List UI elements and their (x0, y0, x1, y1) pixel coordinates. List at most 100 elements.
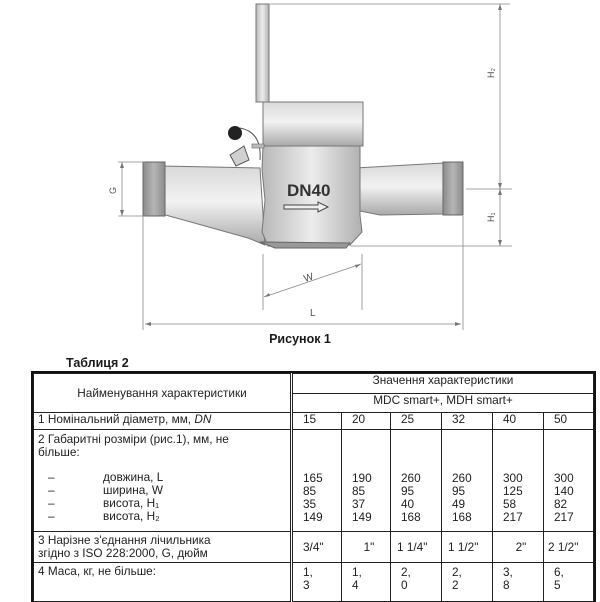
value-cell: 300 140 82 217 (542, 429, 595, 532)
value: 1, (352, 565, 362, 579)
value: 217 (554, 510, 574, 524)
value-cell: 2 1/2" (542, 531, 595, 563)
value: 190 (352, 471, 372, 485)
value-cell: 40 (492, 412, 544, 430)
value: 49 (452, 497, 466, 511)
subrow-width: – ширина, W (38, 484, 286, 497)
l-label: L (310, 308, 316, 319)
value: 0 (401, 578, 408, 592)
value-cell: 2,2 (441, 562, 493, 602)
value-cell: 1 1/4" (390, 531, 442, 563)
h2-label: H₂ (486, 68, 496, 78)
subrow-h2: – висота, H₂ (38, 510, 286, 523)
value-cell: 20 (341, 412, 391, 430)
row-label-line: 3 Нарізне з'єднання лічильника (38, 533, 211, 547)
value: 149 (303, 510, 323, 524)
value: 260 (401, 471, 421, 485)
table-title: Таблиця 2 (66, 356, 129, 370)
g-label: G (108, 187, 118, 194)
value: 6, (554, 565, 564, 579)
value: 8 (503, 578, 510, 592)
value: 85 (303, 484, 317, 498)
value-cell: 3/4" (290, 531, 342, 563)
value: 5 (554, 578, 561, 592)
value-cell: 260 95 40 168 (390, 429, 442, 532)
header-values-col: Значення характеристики (289, 373, 595, 394)
dash: – (48, 470, 55, 484)
value: 1, (303, 565, 313, 579)
row-label-line: більше: (38, 445, 80, 459)
value-cell: 3,8 (492, 562, 544, 602)
dn-label: DN40 (287, 181, 330, 200)
value-cell: 190 85 37 149 (341, 429, 391, 532)
value-cell: 300 125 58 217 (492, 429, 544, 532)
value-cell: 1,4 (341, 562, 391, 602)
row-label-text: 1 Номінальний діаметр, мм, (38, 412, 195, 426)
value: 217 (503, 510, 523, 524)
value: 300 (554, 471, 574, 485)
value-cell: 2,0 (390, 562, 442, 602)
value-cell: 2" (492, 531, 544, 563)
subrow-length: – довжина, L (38, 471, 286, 484)
value: 95 (401, 484, 415, 498)
row-label-italic: DN (194, 412, 212, 426)
value: 168 (452, 510, 472, 524)
dash: – (48, 483, 55, 497)
value: 3 (303, 578, 310, 592)
value: 149 (352, 510, 372, 524)
value-cell: 1" (341, 531, 391, 563)
subrow-label: висота, H₁ (103, 496, 160, 510)
row-label-line: 2 Габаритні розміри (рис.1), мм, не (38, 432, 229, 446)
row-label: 1 Номінальний діаметр, мм, DN (33, 412, 292, 430)
value: 2 (452, 578, 459, 592)
value-cell: 1,3 (290, 562, 342, 602)
h1-label: H₁ (486, 212, 496, 222)
row-label-line: згідно з ISO 228:2000, G, дюйм (38, 546, 208, 560)
value: 165 (303, 471, 323, 485)
spec-table: Найменування характеристики Значення хар… (30, 371, 597, 602)
value: 82 (554, 497, 568, 511)
value: 3, (503, 565, 513, 579)
value: 140 (554, 484, 574, 498)
value: 85 (352, 484, 366, 498)
value: 58 (503, 497, 517, 511)
value: 95 (452, 484, 466, 498)
value: 300 (503, 471, 523, 485)
value-cell: 50 (542, 412, 595, 430)
table-row: 3 Нарізне з'єднання лічильника згідно з … (33, 531, 595, 563)
water-meter-drawing: DN40 (108, 3, 512, 330)
value-cell: 1 1/2" (441, 531, 493, 563)
value: 40 (401, 497, 415, 511)
subrow-h1: – висота, H₁ (38, 497, 286, 510)
value: 125 (503, 484, 523, 498)
value: 37 (352, 497, 366, 511)
subrow-label: ширина, W (103, 483, 163, 497)
value: 2, (452, 565, 462, 579)
value: 35 (303, 497, 317, 511)
row-label: 2 Габаритні розміри (рис.1), мм, не біль… (33, 429, 292, 532)
value-cell: 260 95 49 168 (441, 429, 493, 532)
table-row: 4 Маса, кг, не більше: 1,3 1,4 2,0 2,2 3… (33, 562, 595, 602)
dash: – (48, 509, 55, 523)
value: 260 (452, 471, 472, 485)
value-cell: 15 (290, 412, 342, 430)
table-row: 1 Номінальний діаметр, мм, DN 15 20 25 3… (33, 412, 595, 430)
table-row: 2 Габаритні розміри (рис.1), мм, не біль… (33, 429, 595, 532)
value-cell: 32 (441, 412, 493, 430)
value-cell: 165 85 35 149 (290, 429, 342, 532)
subrow-label: висота, H₂ (103, 509, 160, 523)
subrow-label: довжина, L (103, 470, 164, 484)
header-models: MDC smart+, MDH smart+ (289, 392, 595, 413)
value: 2, (401, 565, 411, 579)
value: 4 (352, 578, 359, 592)
dash: – (48, 496, 55, 510)
value: 168 (401, 510, 421, 524)
table-header-row: Найменування характеристики Значення хар… (33, 373, 595, 413)
value-cell: 6,5 (542, 562, 595, 602)
figure-caption: Рисунок 1 (269, 332, 331, 346)
header-name-col: Найменування характеристики (33, 373, 292, 413)
row-label: 4 Маса, кг, не більше: (33, 562, 292, 602)
value-cell: 25 (390, 412, 442, 430)
row-label: 3 Нарізне з'єднання лічильника згідно з … (33, 531, 292, 563)
w-label: W (303, 271, 316, 285)
